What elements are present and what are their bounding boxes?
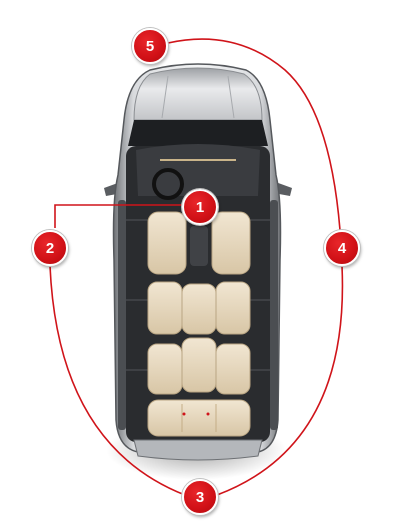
marker-3[interactable]: 3 xyxy=(182,479,218,515)
seat-row-3 xyxy=(147,337,251,395)
path-3-to-4-arc xyxy=(216,265,344,496)
windshield xyxy=(128,120,268,146)
rear-bumper xyxy=(133,439,263,461)
inspection-path xyxy=(49,38,344,496)
dashboard xyxy=(136,144,260,196)
marker-5[interactable]: 5 xyxy=(132,28,168,64)
path-4-to-5-arc xyxy=(167,38,341,231)
minivan-top-view-icon xyxy=(104,63,292,461)
path-2-to-3-arc xyxy=(49,265,186,496)
marker-2[interactable]: 2 xyxy=(32,230,68,266)
seat-row-2 xyxy=(147,281,251,335)
path-1-to-2-connector xyxy=(54,204,182,228)
car-hood xyxy=(133,67,263,121)
marker-4[interactable]: 4 xyxy=(324,230,360,266)
marker-1[interactable]: 1 xyxy=(182,189,218,225)
seat-row-4 xyxy=(147,399,251,437)
seat-row-1 xyxy=(147,211,251,275)
steering-wheel xyxy=(152,168,184,200)
